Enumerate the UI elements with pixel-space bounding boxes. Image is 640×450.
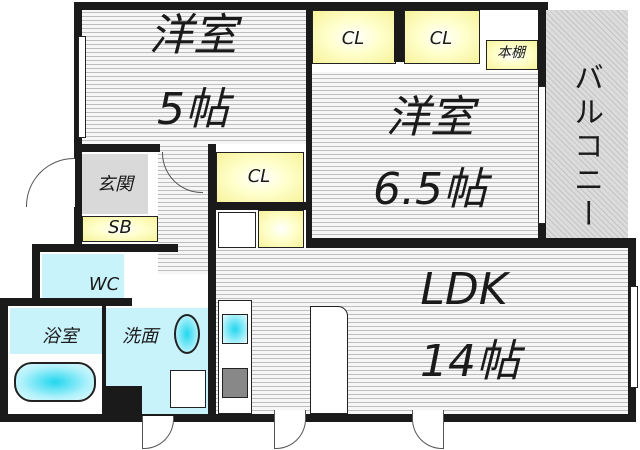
closet-top-right-label: CL xyxy=(429,28,453,49)
bottom-door-left[interactable] xyxy=(142,416,174,449)
washer-pan xyxy=(170,370,206,408)
entrance xyxy=(82,154,148,214)
fridge-space xyxy=(258,210,304,248)
wall-room1-right xyxy=(306,2,312,246)
wall-closet-bottom xyxy=(210,202,310,210)
wall-room2-bottom xyxy=(306,238,636,248)
kitchen-sink xyxy=(222,314,248,344)
wash-basin xyxy=(174,314,200,354)
kitchen-island xyxy=(310,306,348,414)
toilet-label: WC xyxy=(88,274,120,295)
bookshelf-label: 本棚 xyxy=(497,45,525,61)
ldk-name: LDK xyxy=(420,264,508,315)
closet-top-left-label: CL xyxy=(341,28,365,49)
bottom-door-right[interactable] xyxy=(412,410,444,449)
room1-name: 洋室 xyxy=(149,10,237,61)
wall-wash-bottom-left xyxy=(106,386,142,414)
stove xyxy=(222,368,248,398)
bookshelf xyxy=(486,40,538,70)
entrance-door[interactable] xyxy=(26,158,75,207)
ldk-floor xyxy=(216,248,628,414)
bathroom-label: 浴室 xyxy=(42,326,78,347)
ldk-size: 14帖 xyxy=(420,336,520,387)
wall-wc-top xyxy=(32,244,178,252)
western-room-5-floor xyxy=(82,10,306,144)
washroom-label: 洗面 xyxy=(122,326,158,347)
bathtub xyxy=(14,362,96,402)
wall-bottom xyxy=(0,414,636,422)
closet-top-right xyxy=(404,10,480,64)
wall-bath-left xyxy=(0,298,8,422)
pipe-space xyxy=(218,212,256,248)
balcony-label: バルコニー xyxy=(568,62,603,232)
wall-closet-divider xyxy=(394,2,404,62)
wall-bath-right xyxy=(102,306,106,414)
closet-middle xyxy=(216,152,304,204)
wall-room1-bottom xyxy=(74,144,160,152)
wall-wc-left xyxy=(32,244,40,302)
western-room-6-5-floor xyxy=(312,72,538,238)
shoe-box-label: SB xyxy=(108,217,132,238)
closet-middle-label: CL xyxy=(247,166,271,187)
wall-hall-right xyxy=(208,144,216,420)
window-ldk xyxy=(630,286,638,388)
shoe-box xyxy=(82,216,158,242)
room2-name: 洋室 xyxy=(386,92,474,143)
room2-size: 6.5帖 xyxy=(373,164,487,215)
bottom-door-mid[interactable] xyxy=(274,410,306,449)
toilet-room xyxy=(42,254,124,298)
balcony xyxy=(546,10,628,238)
bathroom xyxy=(10,308,102,354)
window-room1 xyxy=(78,36,86,138)
wall-bath-top xyxy=(0,298,132,306)
window-room2 xyxy=(538,86,546,224)
entrance-label: 玄関 xyxy=(97,174,133,195)
room1-size: 5帖 xyxy=(157,84,229,135)
